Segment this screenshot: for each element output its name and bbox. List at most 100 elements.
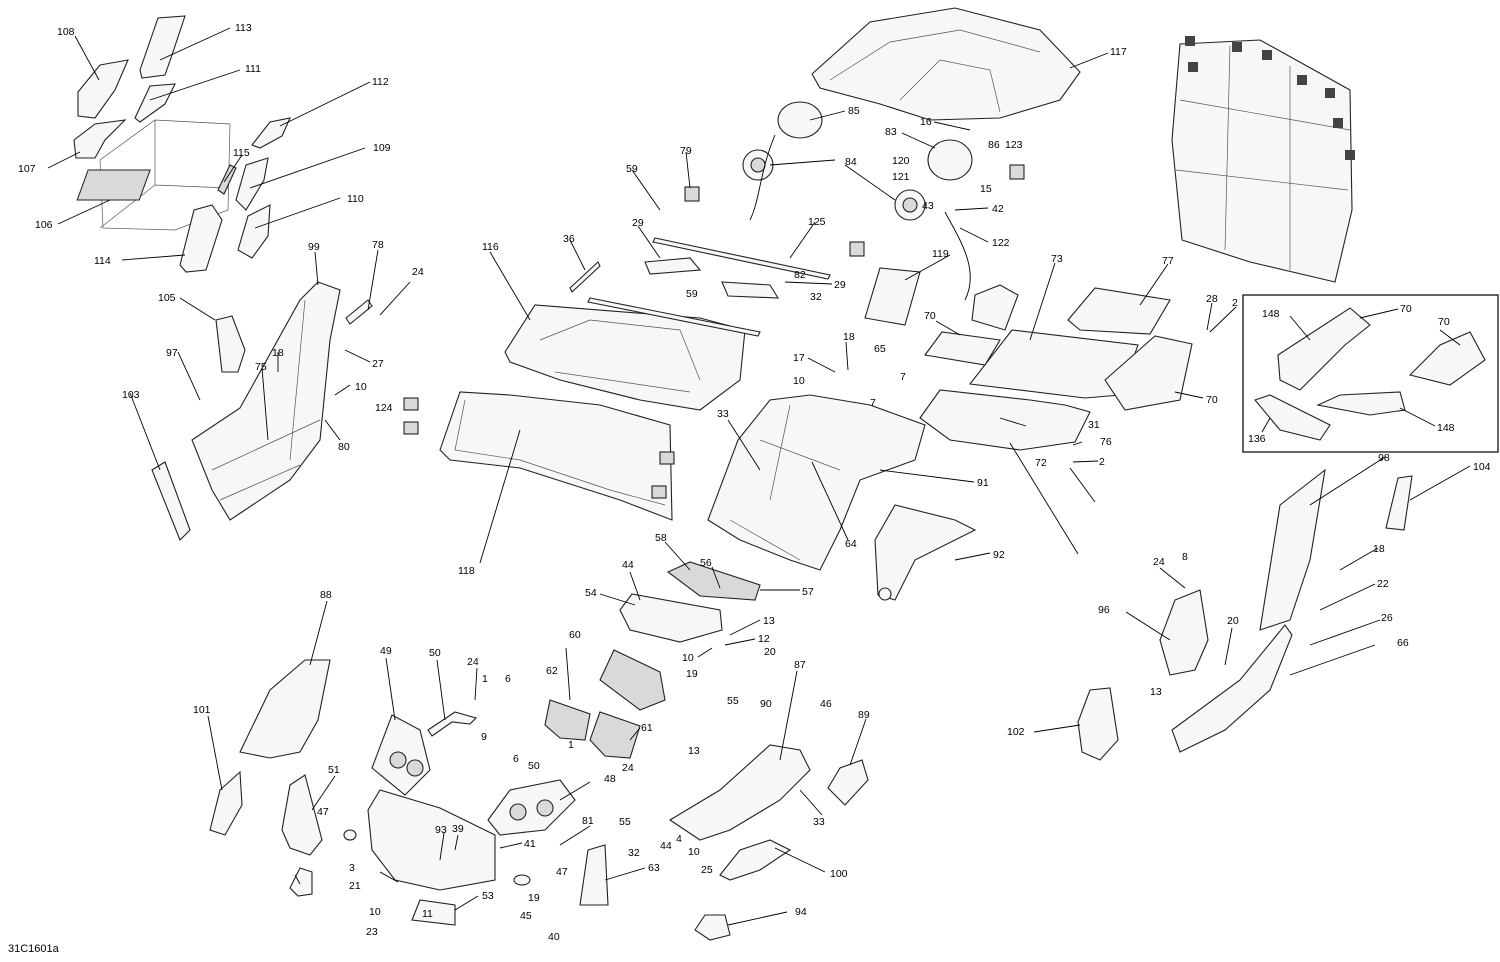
callout-label: 79 [680, 145, 692, 157]
figure-code: 31C1601a [8, 943, 60, 955]
inset-part-148b [1316, 391, 1406, 416]
callout-label: 18 [843, 331, 855, 343]
callout-label: 45 [520, 910, 532, 922]
callout-label: 2 [1099, 456, 1105, 468]
callout-label: 18 [1373, 543, 1385, 555]
inset-callout-label: 148 [1262, 308, 1280, 320]
callout-label: 122 [992, 237, 1010, 249]
trim-100 [719, 839, 792, 881]
callout-label: 77 [1162, 255, 1174, 267]
callout-label: 70 [1206, 394, 1218, 406]
mesh-58 [666, 561, 761, 601]
callout-label: 78 [372, 239, 384, 251]
panel-96 [1159, 589, 1209, 676]
callout-label: 32 [628, 847, 640, 859]
trim-104 [1385, 475, 1413, 531]
callout-label: 65 [874, 343, 886, 355]
callout-label: 31 [1088, 419, 1100, 431]
callout-label: 63 [648, 862, 660, 874]
callout-label: 84 [845, 156, 857, 168]
right-side-panel-98 [1259, 468, 1326, 631]
callout-label: 25 [701, 864, 713, 876]
glovebox-118 [439, 391, 673, 521]
strap-115 [217, 164, 237, 195]
callout-label: 49 [380, 645, 392, 657]
callout-label: 102 [1007, 726, 1025, 738]
grille-54 [619, 593, 723, 643]
callout-label: 64 [845, 538, 857, 550]
callout-label: 23 [366, 926, 378, 938]
callout-label: 16 [920, 116, 932, 128]
callout-label: 53 [482, 890, 494, 902]
callout-label: 39 [452, 823, 464, 835]
floor-70a [924, 331, 1001, 366]
floor-70b [1104, 335, 1193, 411]
callout-label: 6 [505, 673, 511, 685]
callout-label: 91 [977, 477, 989, 489]
callout-label: 12 [758, 633, 770, 645]
panel-101 [209, 770, 243, 836]
callout-label: 56 [700, 557, 712, 569]
callout-label: 48 [604, 773, 616, 785]
callout-label: 86 [988, 139, 1000, 151]
callout-label: 19 [686, 668, 698, 680]
trim-102 [1077, 687, 1119, 761]
bumper-95 [289, 867, 313, 897]
callout-label: 54 [585, 587, 597, 599]
callout-label: 121 [892, 171, 910, 183]
callout-label: 17 [793, 352, 805, 364]
callout-label: 2 [1232, 297, 1238, 309]
callout-label: 40 [548, 931, 560, 943]
roof-panel-117 [811, 7, 1081, 121]
panel-107 [73, 119, 127, 159]
inset-callout-label: 136 [1248, 433, 1266, 445]
side-trim-103 [151, 461, 191, 541]
callout-label: 110 [347, 193, 364, 205]
callout-label: 123 [1005, 139, 1023, 151]
callout-label: 105 [158, 292, 176, 304]
leader-lines [47, 27, 1471, 926]
panel-89 [827, 759, 869, 806]
callout-label: 97 [166, 347, 178, 359]
callout-label: 29 [834, 279, 846, 291]
bracket-94 [694, 914, 731, 941]
callout-label: 19 [528, 892, 540, 904]
callout-label: 41 [524, 838, 536, 850]
callout-label: 75 [255, 361, 267, 373]
callout-label: 15 [980, 183, 992, 195]
callout-label: 113 [235, 22, 252, 34]
callout-label: 92 [993, 549, 1005, 561]
inset-callout-label: 70 [1400, 303, 1412, 315]
callout-label: 50 [528, 760, 540, 772]
panel-29b [721, 281, 780, 299]
inset-callout-label: 70 [1438, 316, 1450, 328]
callout-label: 10 [793, 375, 805, 387]
panel-108 [77, 59, 129, 119]
callout-label: 29 [632, 217, 644, 229]
inset-callout-labels: 148 70 70 136 148 [1248, 303, 1455, 445]
fender-88 [239, 659, 331, 759]
callout-label: 116 [482, 241, 499, 253]
callout-label: 60 [569, 629, 581, 641]
callout-label: 8 [1182, 551, 1188, 563]
callout-label: 101 [193, 704, 211, 716]
callout-label: 80 [338, 441, 350, 453]
callout-label: 27 [372, 358, 384, 370]
callout-label: 59 [686, 288, 698, 300]
callout-label: 10 [355, 381, 367, 393]
callout-label: 1 [568, 739, 574, 751]
callout-label: 9 [481, 731, 487, 743]
callout-label: 61 [641, 722, 653, 734]
left-side-panel-99 [191, 281, 341, 521]
skid-87 [668, 744, 811, 841]
callout-label: 118 [458, 565, 475, 577]
callout-label: 100 [830, 868, 848, 880]
callout-label: 10 [688, 846, 700, 858]
callout-label: 124 [375, 402, 393, 414]
callout-label: 44 [660, 840, 672, 852]
callout-label: 70 [924, 310, 936, 322]
strip-50 [427, 711, 478, 737]
panel-114 [179, 204, 223, 273]
rocker-66 [1171, 624, 1293, 753]
callout-label: 33 [717, 408, 729, 420]
